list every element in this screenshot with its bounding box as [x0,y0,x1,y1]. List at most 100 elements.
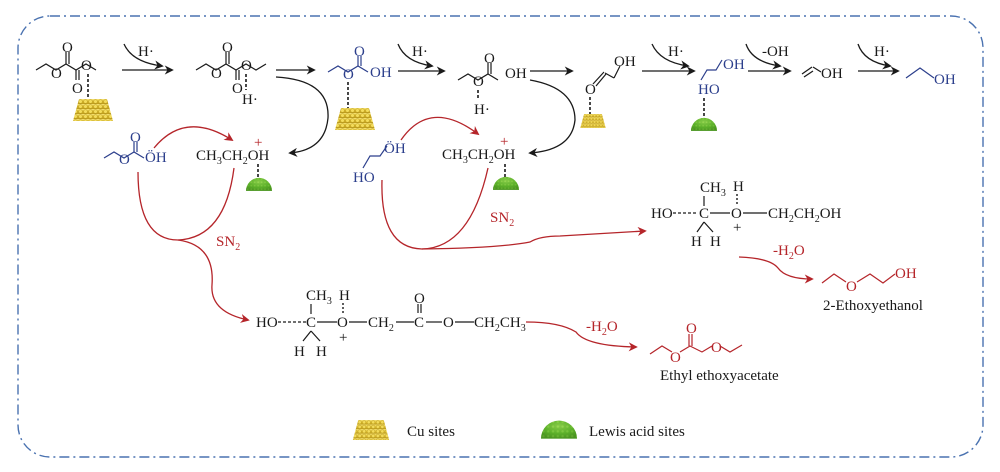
svg-text:SN2: SN2 [490,210,514,229]
svg-text:O: O [711,340,722,356]
sn2-arrows-left: SN2 [137,126,250,323]
ethylene-glycol-nucleophile: ÖH HO [353,140,406,186]
lewis-acid-site-icon [691,117,717,131]
svg-text:OH: OH [821,66,843,82]
svg-text:O: O [414,291,425,307]
svg-text:O: O [484,51,495,67]
svg-text:O: O [241,58,252,74]
cu-site-icon [352,420,390,440]
svg-text:HO: HO [698,82,720,98]
svg-text:ÖH: ÖH [145,149,167,166]
svg-text:+: + [500,134,508,150]
dehydration-arrow-1: -H2O [525,319,638,352]
cu-site-icon [73,99,113,121]
svg-text:O: O [72,81,83,97]
svg-text:SN2: SN2 [216,234,240,253]
svg-text:CH2CH3: CH2CH3 [474,315,526,334]
svg-text:ÖH: ÖH [384,140,406,157]
svg-text:O: O [670,350,681,366]
cu-site-icon [335,108,375,130]
step-arrow-4 [528,66,576,158]
ethyl-glycolate-adsorbed: O O OH [327,44,392,108]
svg-text:H: H [294,344,305,360]
svg-text:H·: H· [474,102,490,118]
svg-text:OH: OH [723,57,745,73]
svg-text:Cu sites: Cu sites [407,424,455,440]
svg-text:CH2: CH2 [368,315,394,334]
svg-text:+: + [733,220,741,236]
svg-text:-H2O: -H2O [586,319,618,338]
svg-text:HO: HO [256,315,278,331]
svg-text:H: H [733,179,744,195]
svg-text:C: C [306,315,316,331]
lewis-acid-site-icon [493,176,519,190]
svg-text:OH: OH [895,266,917,282]
step-arrow-5: H· [642,43,696,76]
svg-text:-H2O: -H2O [773,243,805,262]
diethyl-oxalate-h-adsorbed: O O O O H· [195,40,267,108]
svg-text:2-Ethoxyethanol: 2-Ethoxyethanol [823,298,923,314]
ethylene-glycol-adsorbed: HO OH [698,57,745,118]
dehydration-arrow-2: -H2O [738,243,814,284]
svg-text:-OH: -OH [762,44,789,60]
svg-text:O: O [731,206,742,222]
svg-text:HO: HO [651,206,673,222]
diethyl-oxalate-molecule: O O O O [35,40,97,100]
svg-text:C: C [699,206,709,222]
svg-text:O: O [354,44,365,60]
step-arrow-1: H· [122,43,174,75]
protonated-ethanol-2: CH3CH2OH + [442,134,516,177]
svg-text:O: O [343,67,354,83]
svg-text:H·: H· [242,92,258,108]
svg-text:H: H [691,234,702,250]
svg-text:C: C [414,315,424,331]
svg-text:OH: OH [370,65,392,81]
intermediate-2-transition-state: HO C CH3 O H + H H CH2CH2OH [651,179,842,250]
svg-text:CH3: CH3 [700,180,726,199]
sn2-arrows-center: SN2 [381,116,647,250]
svg-text:O: O [62,40,73,56]
legend-item-lewis-acid-sites: Lewis acid sites [541,420,685,440]
ethyl-ethoxyacetate-molecule: O O O Ethyl ethoxyacetate [649,321,779,384]
2-ethoxyethanol-molecule: O OH 2-Ethoxyethanol [821,266,923,314]
svg-text:H·: H· [138,44,154,60]
svg-text:O: O [686,321,697,337]
legend-item-cu-sites: Cu sites [352,420,455,440]
vinyl-alcohol-molecule: OH [801,66,843,82]
legend: Cu sites Lewis acid sites [352,420,685,440]
svg-text:O: O [337,315,348,331]
svg-text:Ethyl ethoxyacetate: Ethyl ethoxyacetate [660,368,779,384]
svg-text:HO: HO [353,170,375,186]
svg-text:H·: H· [668,44,684,60]
svg-text:H: H [316,344,327,360]
glycolaldehyde-adsorbed: O OH [585,54,636,114]
svg-text:O: O [585,82,596,98]
svg-text:H·: H· [874,44,890,60]
svg-text:CH3CH2OH: CH3CH2OH [442,147,516,166]
svg-text:O: O [473,74,484,90]
svg-text:H: H [710,234,721,250]
svg-text:CH3: CH3 [306,288,332,307]
svg-text:H: H [339,288,350,304]
step-arrow-6: -OH [745,43,792,76]
svg-text:OH: OH [614,54,636,70]
svg-text:O: O [211,66,222,82]
step-arrow-2 [275,65,329,157]
svg-text:O: O [232,81,243,97]
svg-text:O: O [81,58,92,74]
step-arrow-7: H· [857,43,900,76]
protonated-ethanol-1: CH3CH2OH + [196,135,270,178]
lewis-acid-site-icon [246,177,272,191]
ethanol-molecule: OH [905,67,956,88]
svg-text:O: O [51,66,62,82]
svg-text:O: O [846,279,857,295]
ethyl-glycolate-h-adsorbed: O O OH H· [457,51,527,118]
svg-text:O: O [443,315,454,331]
svg-text:OH: OH [505,66,527,82]
svg-text:CH3CH2OH: CH3CH2OH [196,148,270,167]
svg-text:Lewis acid sites: Lewis acid sites [589,424,685,440]
svg-text:+: + [254,135,262,151]
cu-site-icon [580,114,606,128]
dash-dot-frame [17,15,984,458]
